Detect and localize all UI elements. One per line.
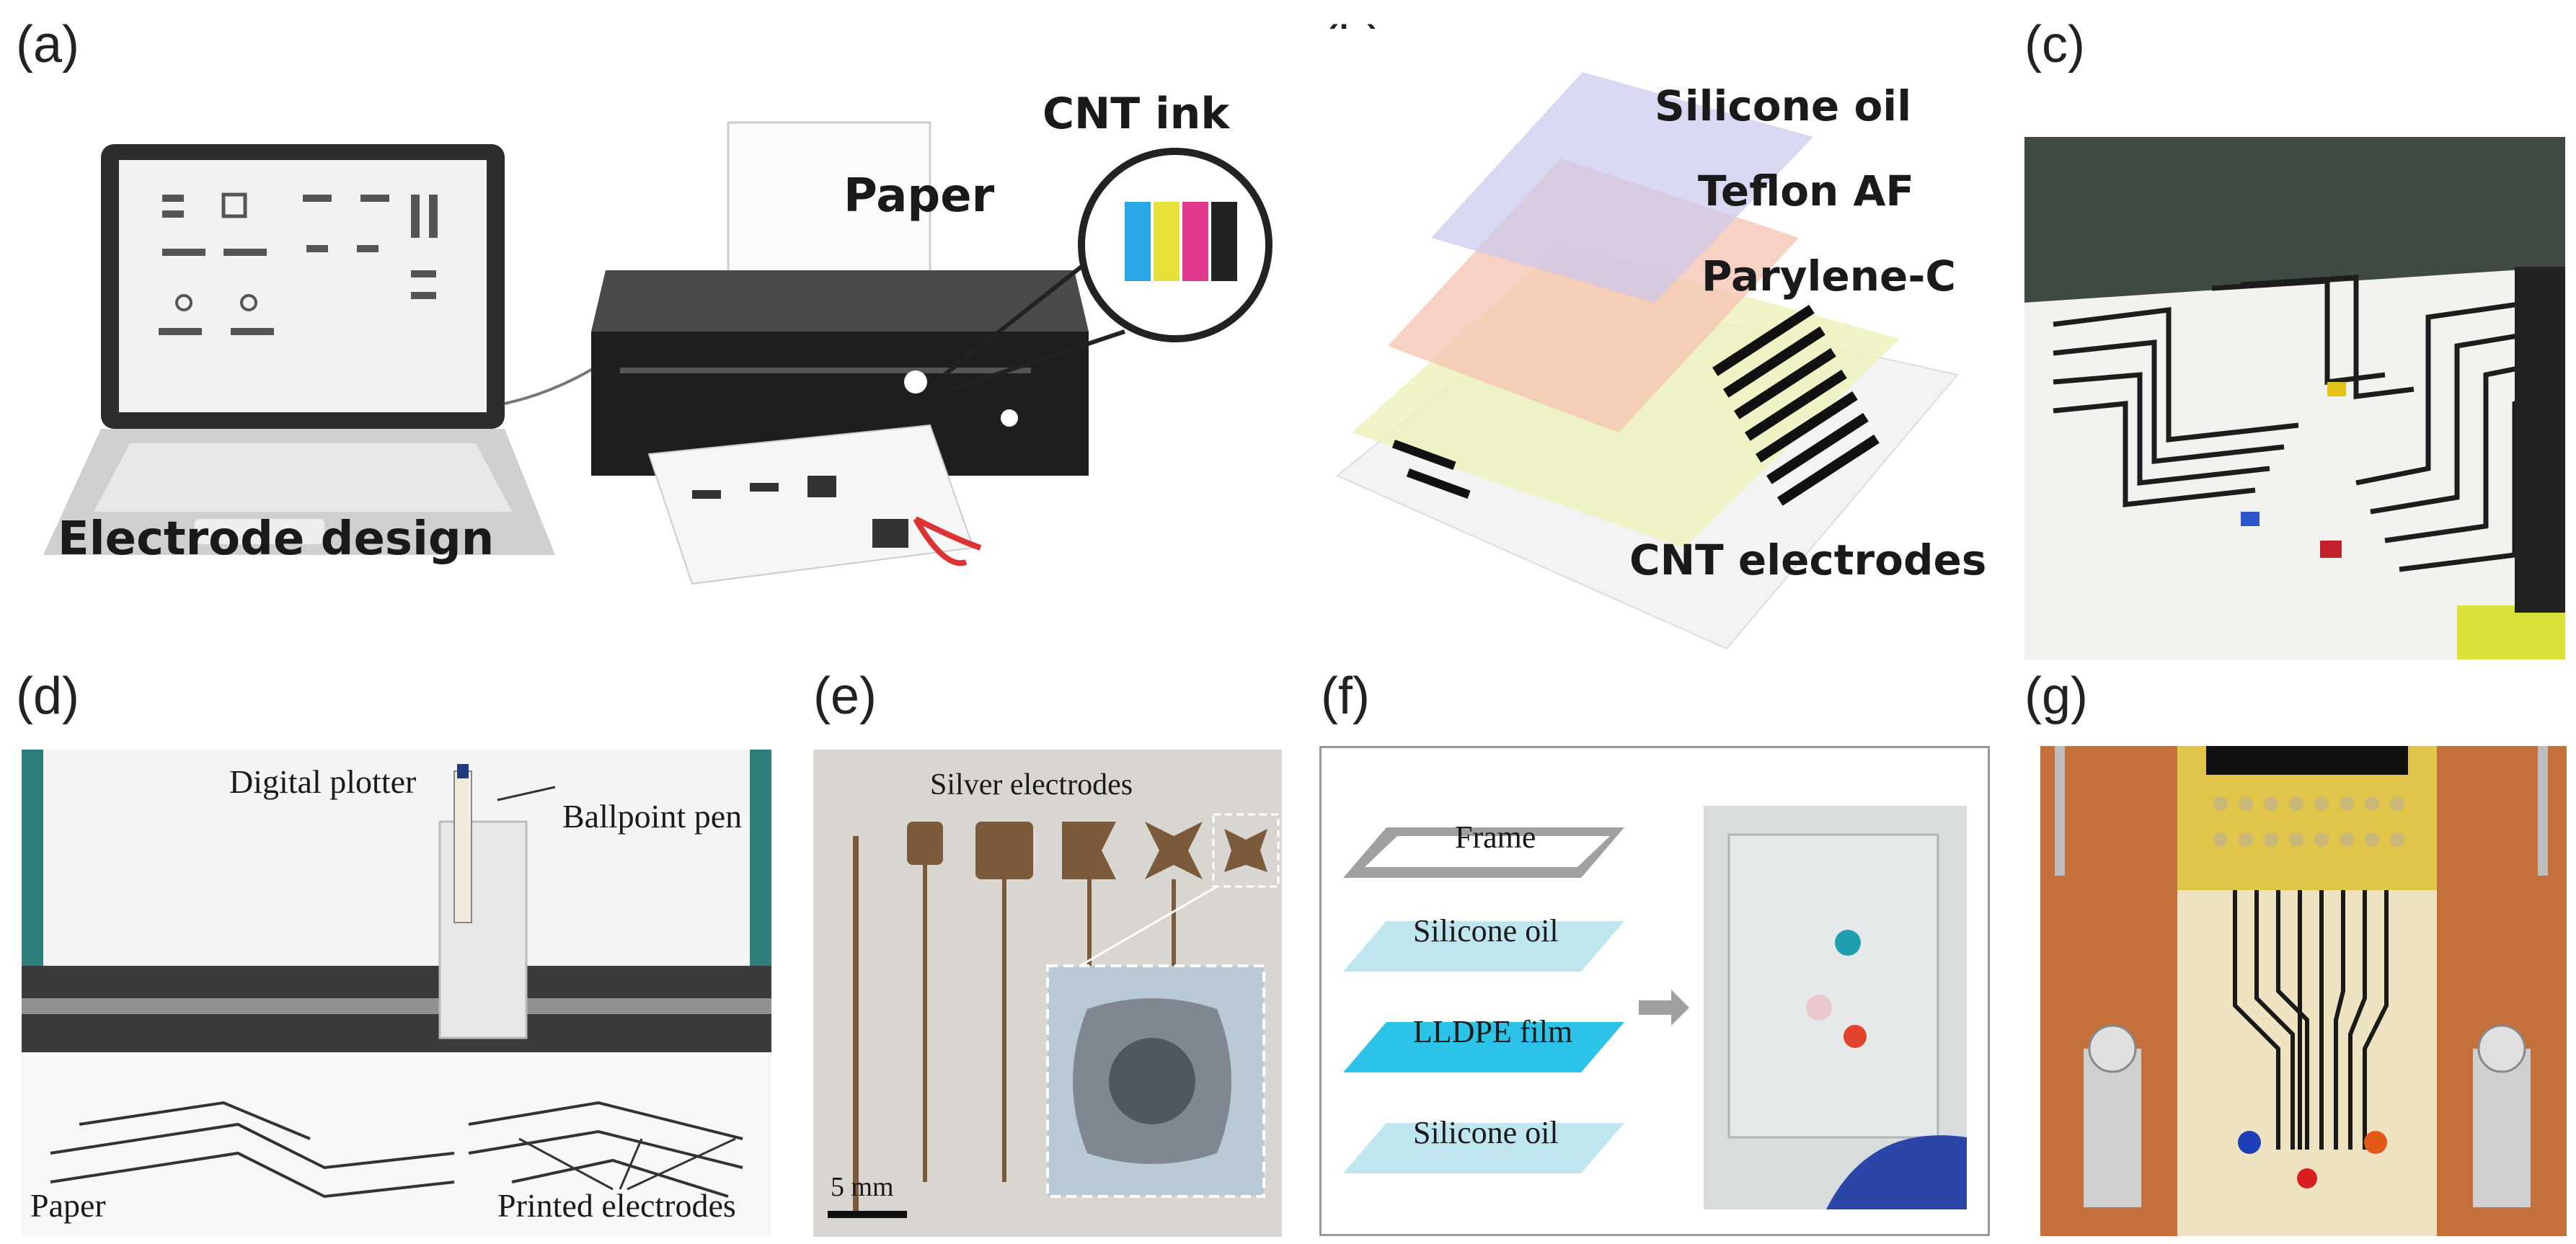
- scale-bar: [828, 1211, 907, 1218]
- label-cnt-ink: CNT ink: [1043, 89, 1230, 139]
- film-stack-diagram: [1343, 806, 1967, 1209]
- cartridge-yellow: [1154, 202, 1179, 281]
- red-droplet-g: [2297, 1168, 2317, 1189]
- panel-b-image: [1309, 29, 1993, 662]
- blue-droplet-g: [2238, 1131, 2261, 1154]
- silver-electrodes-photo: [828, 813, 1280, 1218]
- silicone-oil-layer-top: [1343, 921, 1624, 972]
- label-electrode-design: Electrode design: [58, 512, 495, 566]
- laptop-keyboard: [94, 443, 512, 512]
- printed-paper: [647, 424, 975, 585]
- pin-array: [2213, 796, 2404, 847]
- electrode-shapes: [853, 822, 1267, 1211]
- label-frame: Frame: [1455, 819, 1536, 855]
- panel-e-image: [813, 750, 1282, 1237]
- connector-tape: [2457, 605, 2565, 659]
- laptop-printer-illustration: [43, 121, 1272, 585]
- label-parylene-c: Parylene-C: [1701, 252, 1956, 301]
- red-droplet: [2320, 541, 2342, 558]
- cyan-droplet: [1835, 930, 1861, 956]
- cartridge-black: [1211, 202, 1237, 281]
- scissors-icon: [913, 516, 982, 567]
- screen-electrode-patterns: [159, 192, 438, 335]
- printer-slot: [620, 368, 1031, 373]
- arrow-right-icon: [1639, 990, 1689, 1026]
- label-teflon-af: Teflon AF: [1698, 166, 1915, 216]
- label-paper-d: Paper: [30, 1187, 106, 1224]
- label-silicone-oil-top: Silicone oil: [1413, 913, 1559, 948]
- printed-electrode-traces: [50, 1101, 743, 1199]
- pcb-device-photo: [2040, 746, 2567, 1236]
- orange-droplet-g: [2364, 1131, 2387, 1154]
- panel-letter-f: (f): [1321, 667, 1370, 725]
- laptop-screen: [119, 160, 487, 412]
- pink-droplet: [1806, 995, 1832, 1021]
- label-printed-electrodes: Printed electrodes: [497, 1187, 736, 1224]
- label-digital-plotter: Digital plotter: [229, 763, 417, 800]
- label-ballpoint-pen: Ballpoint pen: [562, 798, 743, 835]
- panel-d-image: [22, 750, 771, 1237]
- panel-f-image: [1319, 746, 1990, 1236]
- probe-right: [2538, 746, 2548, 876]
- panel-letter-d: (d): [16, 667, 79, 725]
- printer-button: [904, 370, 927, 394]
- panel-letter-e: (e): [813, 667, 877, 725]
- panel-letter-c: (c): [2024, 16, 2085, 74]
- electrode-array-photo: [2024, 137, 2565, 659]
- plotter-carriage: [438, 820, 528, 1039]
- label-scale-bar: 5 mm: [831, 1172, 894, 1202]
- label-lldpe-film: LLDPE film: [1413, 1014, 1573, 1049]
- printer-top: [591, 270, 1089, 332]
- probe-left: [2055, 746, 2065, 876]
- label-silver-electrodes: Silver electrodes: [930, 768, 1133, 801]
- label-paper: Paper: [844, 169, 995, 223]
- panel-c-image: [2024, 137, 2565, 659]
- screw-left: [2084, 1049, 2141, 1207]
- printer-led: [1001, 409, 1018, 427]
- cartridge-cyan: [1125, 202, 1151, 281]
- silicone-oil-layer-bottom: [1343, 1123, 1624, 1173]
- label-silicone-oil: Silicone oil: [1655, 81, 1912, 130]
- label-cnt-electrodes: CNT electrodes: [1629, 536, 1987, 585]
- cnt-electrode-lines: [1391, 304, 1880, 506]
- laptop-touchpad: [195, 519, 324, 544]
- chip-traces: [2233, 890, 2389, 1150]
- red-droplet-f: [1844, 1025, 1867, 1048]
- zoom-box: [1212, 813, 1280, 888]
- connector: [2515, 267, 2565, 613]
- panel-letter-a: (a): [16, 16, 79, 74]
- panel-g-image: [2040, 746, 2567, 1236]
- annotation-arrows: [497, 786, 736, 1191]
- layer-stack-diagram: [1336, 72, 1959, 650]
- panel-a-image: [22, 86, 1276, 656]
- blue-droplet: [2241, 512, 2259, 526]
- cartridge-magenta: [1182, 202, 1208, 281]
- label-silicone-oil-bottom: Silicone oil: [1413, 1115, 1559, 1150]
- screw-right: [2473, 1049, 2531, 1207]
- ballpoint-pen: [453, 770, 472, 923]
- silicone-layer: [1431, 72, 1813, 303]
- digital-plotter-photo: [22, 750, 771, 1237]
- panel-letter-g: (g): [2024, 667, 2088, 725]
- glove: [1826, 1135, 1967, 1209]
- yellow-droplet: [2327, 382, 2346, 396]
- lldpe-film-layer: [1343, 1022, 1624, 1072]
